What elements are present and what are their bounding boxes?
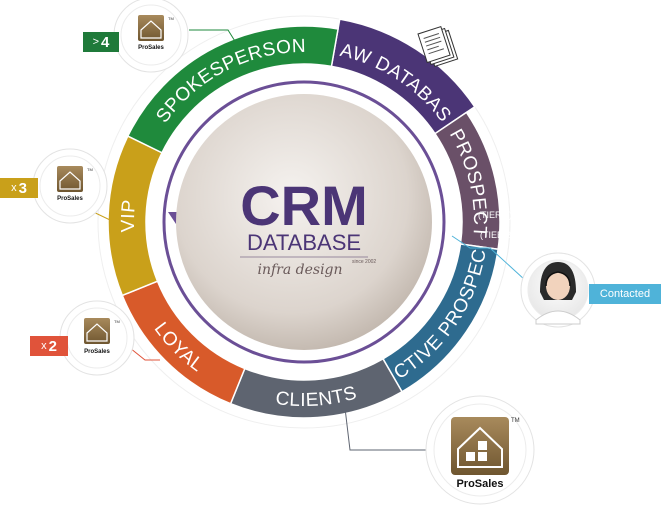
svg-text:ProSales: ProSales [84,349,110,355]
multiplier-loyal: x 2 [30,336,68,356]
multiplier-spokesperson: > 4 [83,32,119,52]
connector-clients [344,407,426,451]
center-disc [176,94,432,350]
center-since: since 2002 [352,259,376,265]
tier-2-label: (TIER 2) [480,230,514,240]
multiplier-prefix: > [92,36,100,48]
center-signature: infra design [257,262,342,278]
multiplier-value: 2 [48,337,57,355]
badge-clients: ProSales TM [425,395,535,505]
badge-spokesperson: ProSales TM [113,0,189,73]
connector-spokesperson [189,29,239,47]
svg-text:ProSales: ProSales [456,478,503,490]
multiplier-prefix: x [41,340,47,352]
house-icon [138,15,164,41]
connector-contacted [451,235,526,281]
connector-loyal [129,347,160,361]
multiplier-prefix: x [11,182,17,194]
outer-guide-ring [97,15,511,429]
avatar-shirt [535,310,581,325]
house-icon [84,318,110,344]
svg-text:TM: TM [87,167,93,172]
badge-vip: ProSales TM [32,148,108,224]
svg-text:TM: TM [114,319,120,324]
ring-segment-spokesperson [126,25,339,154]
contact-avatar [520,252,596,328]
svg-text:ProSales: ProSales [138,45,164,51]
multiplier-vip: x 3 [0,178,38,198]
connector-lines [84,29,526,451]
svg-text:TM: TM [511,418,520,424]
house-icon [57,166,83,192]
center-subtitle: DATABASE [247,230,361,255]
cycle-arrow-ring [162,80,446,364]
center-title: CRM [240,174,368,237]
document-stack-icon [417,25,459,68]
ring-segments [107,18,501,419]
tier-1-label: (TIER 1) [478,210,512,220]
multiplier-value: 3 [18,179,27,197]
multiplier-value: 4 [101,33,110,51]
svg-text:TM: TM [168,16,174,21]
segment-label-vip: VIP [118,199,140,233]
badge-loyal: ProSales TM [59,300,135,376]
avatar-face [546,272,570,300]
contacted-tag: Contacted [589,284,661,304]
headset-icon [545,271,571,287]
svg-text:ProSales: ProSales [57,196,83,202]
